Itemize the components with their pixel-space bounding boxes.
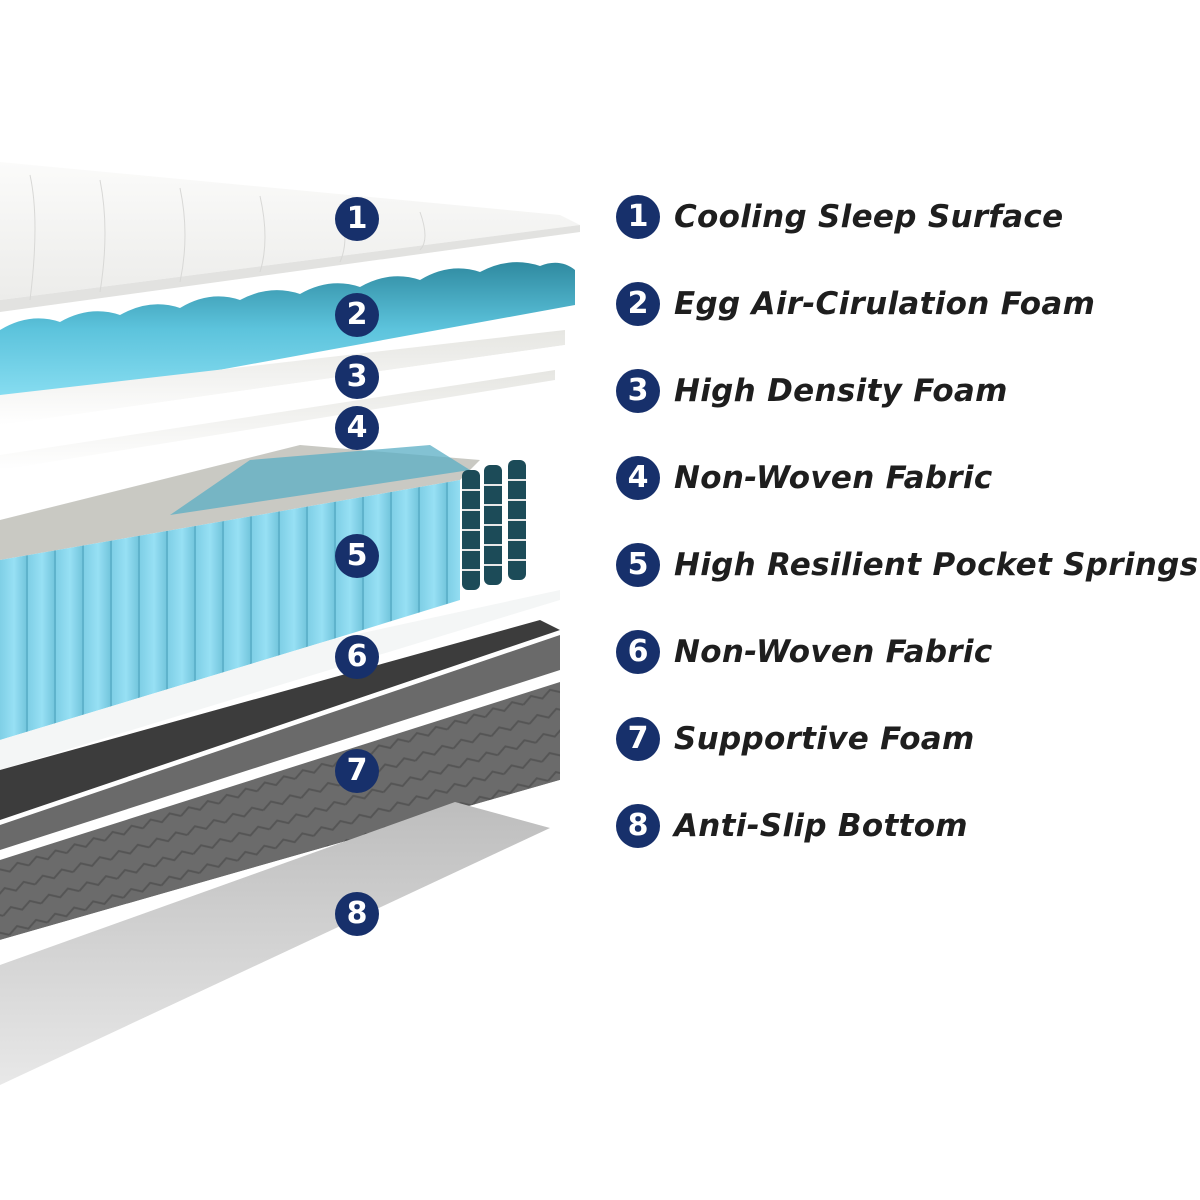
layer-legend: 1 Cooling Sleep Surface 2 Egg Air-Cirula… — [616, 193, 1200, 889]
legend-badge: 4 — [616, 456, 660, 500]
legend-badge: 7 — [616, 717, 660, 761]
legend-label: Anti-Slip Bottom — [674, 808, 968, 844]
legend-badge: 3 — [616, 369, 660, 413]
layer-anti-slip-bottom — [0, 802, 550, 1085]
layer-badge-3: 3 — [335, 355, 379, 399]
layer-high-density — [0, 330, 565, 425]
legend-item: 6 Non-Woven Fabric — [616, 628, 1200, 715]
layer-badge-6: 6 — [335, 635, 379, 679]
legend-item: 8 Anti-Slip Bottom — [616, 802, 1200, 889]
layer-cover — [0, 162, 580, 300]
legend-label: Cooling Sleep Surface — [674, 199, 1064, 235]
legend-label: Non-Woven Fabric — [674, 460, 993, 496]
legend-item: 7 Supportive Foam — [616, 715, 1200, 802]
legend-label: High Resilient Pocket Springs — [674, 547, 1199, 583]
legend-item: 3 High Density Foam — [616, 367, 1200, 454]
layer-non-woven-bottom — [0, 590, 560, 770]
legend-item: 5 High Resilient Pocket Springs — [616, 541, 1200, 628]
layer-badge-4: 4 — [335, 406, 379, 450]
mattress-layers-illustration — [0, 162, 580, 1085]
layer-badge-7: 7 — [335, 749, 379, 793]
legend-badge: 6 — [616, 630, 660, 674]
layer-egg-foam — [0, 262, 575, 410]
legend-badge: 5 — [616, 543, 660, 587]
legend-badge: 1 — [616, 195, 660, 239]
legend-badge: 2 — [616, 282, 660, 326]
legend-badge: 8 — [616, 804, 660, 848]
legend-label: Non-Woven Fabric — [674, 634, 993, 670]
legend-item: 2 Egg Air-Cirulation Foam — [616, 280, 1200, 367]
legend-label: Egg Air-Cirulation Foam — [674, 286, 1096, 322]
layer-badge-1: 1 — [335, 197, 379, 241]
layer-supportive-foam — [0, 620, 560, 820]
layer-badge-2: 2 — [335, 293, 379, 337]
legend-item: 4 Non-Woven Fabric — [616, 454, 1200, 541]
legend-item: 1 Cooling Sleep Surface — [616, 193, 1200, 280]
layer-badge-8: 8 — [335, 892, 379, 936]
legend-label: Supportive Foam — [674, 721, 975, 757]
legend-label: High Density Foam — [674, 373, 1008, 409]
layer-badge-5: 5 — [335, 534, 379, 578]
layer-non-woven-top — [0, 370, 555, 470]
